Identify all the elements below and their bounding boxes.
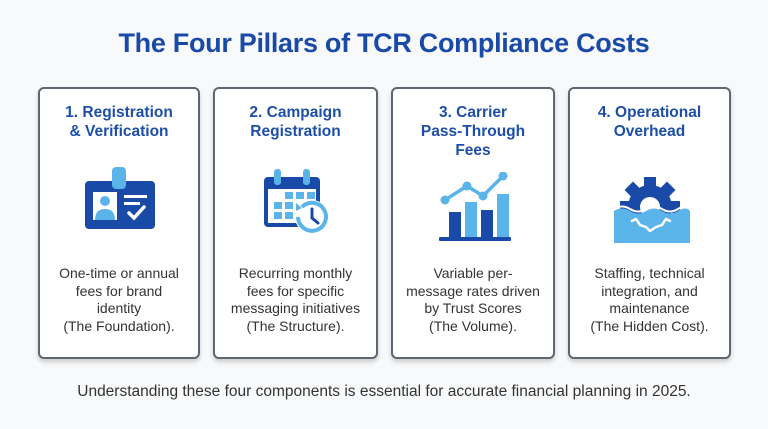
card-description: Staffing, technical integration, and mai… <box>570 265 729 335</box>
desc-line: messaging initiatives <box>230 300 361 316</box>
card-title-line: 2. Campaign <box>249 104 342 121</box>
card-title-line: 3. Carrier <box>438 104 508 121</box>
card-title-line: & Verification <box>69 123 169 140</box>
page-title: The Four Pillars of TCR Compliance Costs <box>118 28 650 58</box>
submerged-gear-icon <box>610 173 691 250</box>
card-title: 3. Carrier Pass-Through Fees <box>393 103 553 160</box>
card-title-line: Pass-Through <box>420 123 526 140</box>
card-title-line: Registration <box>250 123 341 140</box>
desc-line: fees for specific <box>246 282 345 299</box>
desc-line: (The Foundation). <box>63 317 175 334</box>
pillar-card-carrier: 3. Carrier Pass-Through Fees Variable pe… <box>391 87 555 359</box>
desc-line: (The Volume). <box>429 317 517 334</box>
card-description: Variable per- message rates driven by Tr… <box>393 265 553 335</box>
desc-line: message rates driven <box>406 282 540 299</box>
desc-line: fees for brand <box>75 282 163 299</box>
pillar-card-registration: 1. Registration & Verification One-time … <box>38 87 200 359</box>
card-description: One-time or annual fees for brand identi… <box>40 265 198 335</box>
desc-line: Staffing, technical <box>594 265 705 281</box>
desc-line: Recurring monthly <box>238 265 353 281</box>
desc-line: identity <box>96 300 142 316</box>
pillar-card-operational: 4. Operational Overhead Staffing, techni… <box>568 87 731 359</box>
desc-line: integration, and <box>601 282 698 299</box>
desc-line: by Trust Scores <box>424 300 522 316</box>
card-title: 2. Campaign Registration <box>215 103 376 141</box>
desc-line: (The Hidden Cost). <box>590 317 709 334</box>
footer-caption: Understanding these four components is e… <box>77 383 691 400</box>
card-title-line: 4. Operational <box>597 104 702 121</box>
card-title-line: Fees <box>455 142 491 159</box>
desc-line: One-time or annual <box>59 265 179 281</box>
card-title: 4. Operational Overhead <box>570 103 729 141</box>
desc-line: maintenance <box>609 300 690 316</box>
id-badge-icon <box>81 165 157 236</box>
bar-line-chart-icon <box>435 171 511 249</box>
card-title-line: Overhead <box>613 123 686 140</box>
calendar-clock-icon <box>258 167 334 244</box>
pillar-card-campaign: 2. Campaign Registration Recurring month… <box>213 87 378 359</box>
card-description: Recurring monthly fees for specific mess… <box>215 265 376 335</box>
desc-line: (The Structure). <box>246 317 345 334</box>
desc-line: Variable per- <box>433 265 513 281</box>
card-title-line: 1. Registration <box>65 104 173 121</box>
card-title: 1. Registration & Verification <box>40 103 198 141</box>
